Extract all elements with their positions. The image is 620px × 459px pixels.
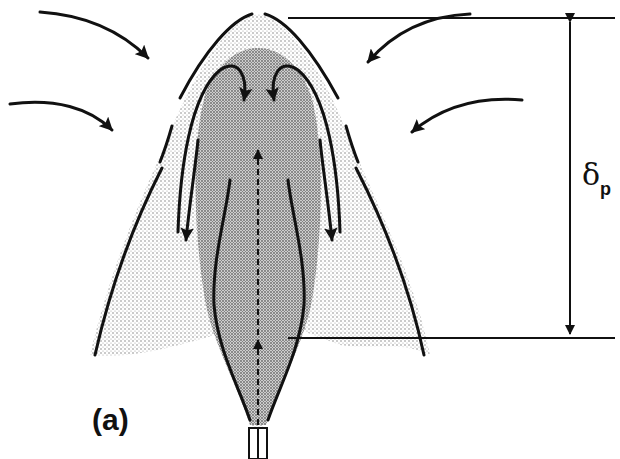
dimension-symbol: δ [582, 160, 600, 190]
dimension-subscript: p [600, 180, 611, 198]
figure-label: (a) [92, 405, 129, 435]
